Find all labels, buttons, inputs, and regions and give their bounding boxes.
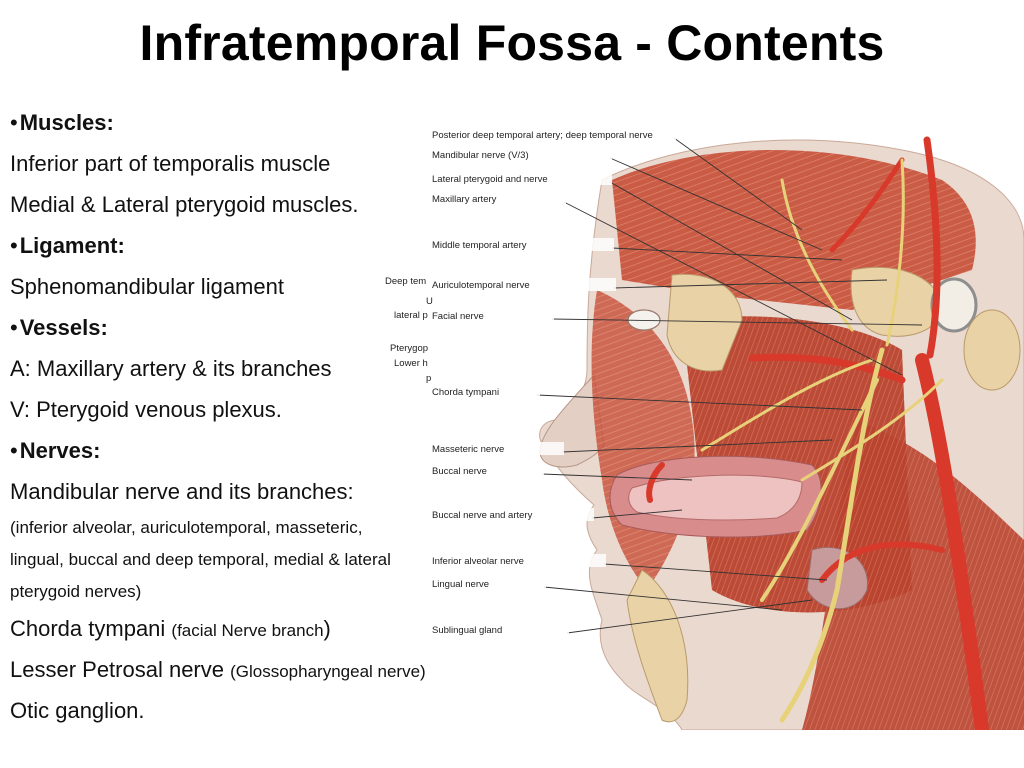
bullet-glyph: • bbox=[10, 315, 18, 340]
content-line-text: Medial & Lateral pterygoid muscles. bbox=[10, 192, 359, 217]
content-line-note: (facial Nerve branch bbox=[171, 621, 324, 640]
label-chorda-tympani: Chorda tympani bbox=[432, 387, 499, 398]
content-line-tail: ) bbox=[323, 616, 331, 641]
section-heading: •Ligament: bbox=[10, 225, 510, 266]
label-leader-lines bbox=[536, 137, 923, 634]
content-line: (inferior alveolar, auriculotemporal, ma… bbox=[10, 512, 510, 544]
clipped-label-deep-tem: Deep tem bbox=[385, 276, 426, 287]
label-facial-nerve: Facial nerve bbox=[432, 311, 484, 322]
section-heading-text: Muscles: bbox=[19, 110, 114, 135]
content-line-text: Sphenomandibular ligament bbox=[10, 274, 284, 299]
maxillary-artery bbox=[748, 353, 906, 384]
content-line-text: Mandibular nerve and its branches: bbox=[10, 479, 354, 504]
infratemporal-fossa-drawing: Posterior deep temporal artery; deep tem… bbox=[385, 128, 1024, 730]
zygomatic-bone bbox=[666, 273, 743, 372]
content-line-note: (Glossopharyngeal nerve) bbox=[230, 662, 426, 681]
content-line: Lesser Petrosal nerve (Glossopharyngeal … bbox=[10, 649, 510, 690]
bullet-glyph: • bbox=[10, 438, 18, 463]
mouth-opening bbox=[628, 474, 803, 521]
buccal-nerve bbox=[700, 358, 874, 452]
label-posterior-deep-temporal: Posterior deep temporal artery; deep tem… bbox=[432, 130, 653, 141]
clipped-label-lower-h: Lower h bbox=[394, 358, 428, 369]
content-line-text: Chorda tympani bbox=[10, 616, 172, 641]
mastoid bbox=[963, 309, 1021, 391]
content-line-text: (inferior alveolar, auriculotemporal, ma… bbox=[10, 518, 363, 537]
content-line: lingual, buccal and deep temporal, media… bbox=[10, 544, 510, 576]
content-line-text: V: Pterygoid venous plexus. bbox=[10, 397, 282, 422]
content-line: Sphenomandibular ligament bbox=[10, 266, 510, 307]
slide-title: Infratemporal Fossa - Contents bbox=[139, 15, 885, 71]
content-line: V: Pterygoid venous plexus. bbox=[10, 389, 510, 430]
section-heading: •Muscles: bbox=[10, 102, 510, 143]
content-line-text: A: Maxillary artery & its branches bbox=[10, 356, 332, 381]
label-masseteric-nerve: Masseteric nerve bbox=[432, 444, 504, 455]
buccal-artery bbox=[646, 462, 665, 503]
label-lateral-pterygoid: Lateral pterygoid and nerve bbox=[432, 174, 548, 185]
section-heading-text: Nerves: bbox=[19, 438, 101, 463]
anatomy-illustration: Posterior deep temporal artery; deep tem… bbox=[382, 120, 1024, 730]
content-line-text: Otic ganglion. bbox=[10, 698, 145, 723]
label-auriculotemporal-nerve: Auriculotemporal nerve bbox=[432, 280, 530, 291]
ear-canal bbox=[930, 277, 978, 333]
content-line: pterygoid nerves) bbox=[10, 576, 510, 608]
clipped-label-u: U bbox=[426, 296, 433, 307]
content-line-text: Inferior part of temporalis muscle bbox=[10, 151, 331, 176]
auriculotemporal-nerve bbox=[885, 158, 905, 347]
deep-temporal-nerve bbox=[780, 178, 854, 332]
content-line: Chorda tympani (facial Nerve branch) bbox=[10, 608, 510, 649]
label-mandibular-nerve: Mandibular nerve (V/3) bbox=[432, 150, 529, 161]
label-buccal-nerve-artery: Buccal nerve and artery bbox=[432, 510, 533, 521]
content-line: Mandibular nerve and its branches: bbox=[10, 471, 510, 512]
content-line-text: pterygoid nerves) bbox=[10, 582, 142, 601]
section-heading-text: Vessels: bbox=[19, 315, 108, 340]
middle-temporal-artery bbox=[829, 157, 905, 253]
label-maxillary-artery: Maxillary artery bbox=[432, 194, 497, 205]
bullet-glyph: • bbox=[10, 110, 18, 135]
label-lingual-nerve: Lingual nerve bbox=[432, 579, 489, 590]
section-heading: •Vessels: bbox=[10, 307, 510, 348]
label-backgrounds bbox=[430, 128, 676, 636]
facial-artery bbox=[819, 541, 945, 583]
contents-list: •Muscles:Inferior part of temporalis mus… bbox=[10, 102, 510, 731]
label-inferior-alveolar-nerve: Inferior alveolar nerve bbox=[432, 556, 524, 567]
clipped-label-lateral-p: lateral p bbox=[394, 310, 428, 321]
content-line: A: Maxillary artery & its branches bbox=[10, 348, 510, 389]
mandibular-nerve bbox=[779, 347, 885, 723]
clipped-label-p: p bbox=[426, 373, 431, 384]
content-line: Otic ganglion. bbox=[10, 690, 510, 731]
content-line: Medial & Lateral pterygoid muscles. bbox=[10, 184, 510, 225]
section-heading-text: Ligament: bbox=[19, 233, 125, 258]
section-heading: •Nerves: bbox=[10, 430, 510, 471]
bullet-glyph: • bbox=[10, 233, 18, 258]
label-sublingual-gland: Sublingual gland bbox=[432, 625, 502, 636]
mandible-bone bbox=[626, 569, 689, 723]
label-middle-temporal-artery: Middle temporal artery bbox=[432, 240, 527, 251]
facial-nerve bbox=[800, 378, 944, 482]
label-buccal-nerve: Buccal nerve bbox=[432, 466, 487, 477]
clipped-label-pterygop: Pterygop bbox=[390, 343, 428, 354]
superficial-temporal-artery bbox=[923, 136, 941, 359]
content-line-text: lingual, buccal and deep temporal, media… bbox=[10, 550, 391, 569]
content-line: Inferior part of temporalis muscle bbox=[10, 143, 510, 184]
content-line-text: Lesser Petrosal nerve bbox=[10, 657, 231, 682]
